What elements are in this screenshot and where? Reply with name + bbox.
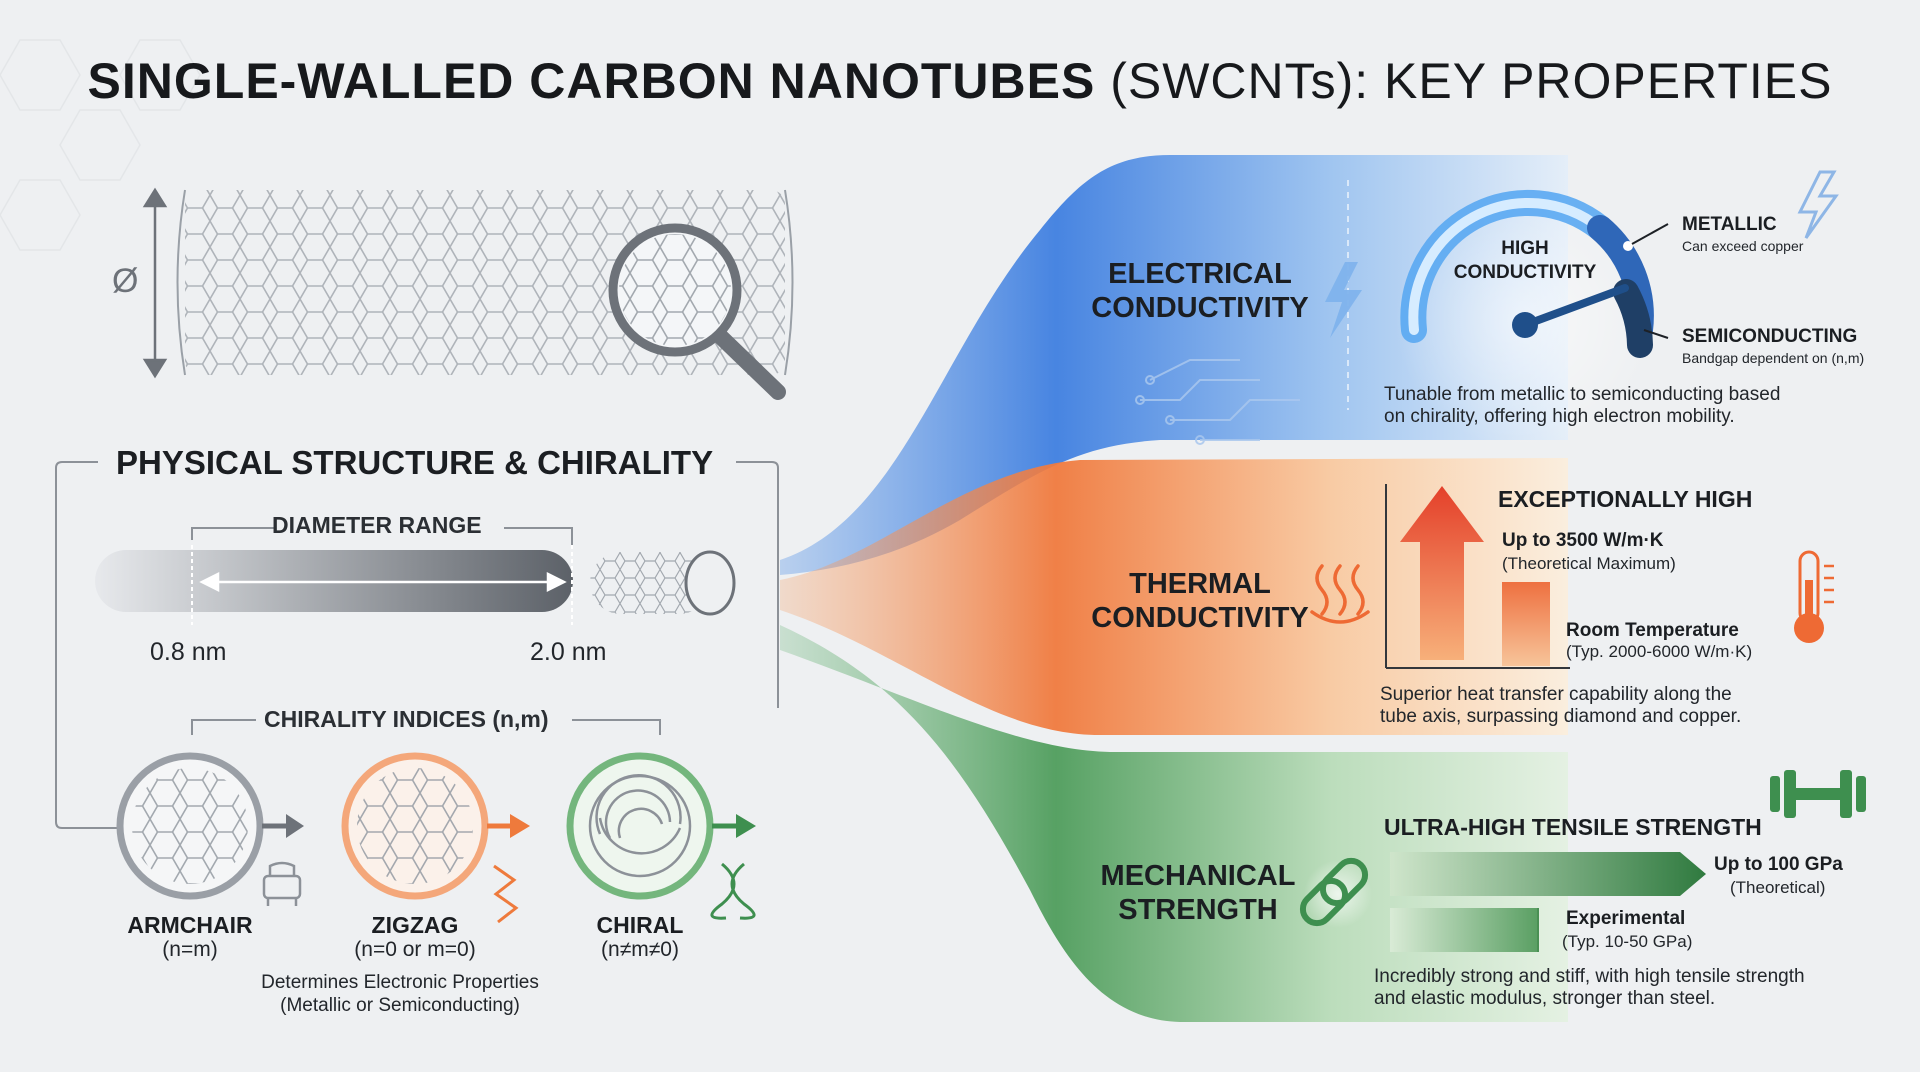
theoretical-strength-note: (Theoretical) (1730, 878, 1826, 897)
semiconducting-label: SEMICONDUCTING (1682, 326, 1858, 347)
mechanical-description-line2: and elastic modulus, stronger than steel… (1374, 988, 1716, 1009)
gauge-label-line1: HIGH (1501, 238, 1549, 259)
diameter-range-label: DIAMETER RANGE (272, 512, 482, 538)
electrical-description-line2: on chirality, offering high electron mob… (1384, 406, 1735, 427)
chain-link-graphic (1299, 857, 1372, 928)
mechanical-title-line1: MECHANICAL (1100, 860, 1296, 892)
thermometer-graphic (1794, 550, 1834, 643)
chirality-note-line1: Determines Electronic Properties (261, 972, 539, 993)
electrical-description-line1: Tunable from metallic to semiconducting … (1384, 384, 1781, 405)
structure-heading: PHYSICAL STRUCTURE & CHIRALITY (116, 444, 714, 481)
mechanical-headline: ULTRA-HIGH TENSILE STRENGTH (1384, 814, 1762, 840)
thermal-title-line1: THERMAL (1129, 568, 1271, 600)
thermal-title-line2: CONDUCTIVITY (1091, 602, 1309, 634)
dumbbell-graphic (1770, 770, 1866, 818)
experimental-strength-note: (Typ. 10-50 GPa) (1562, 932, 1693, 951)
chiral-rule: (n≠m≠0) (601, 938, 679, 961)
zigzag-name: ZIGZAG (371, 912, 459, 938)
mechanical-description-line1: Incredibly strong and stiff, with high t… (1374, 966, 1805, 987)
armchair-name: ARMCHAIR (127, 912, 253, 938)
chirality-note-line2: (Metallic or Semiconducting) (280, 995, 520, 1016)
zigzag-circle (341, 752, 530, 924)
gauge-label-line2: CONDUCTIVITY (1453, 262, 1597, 283)
page-title: SINGLE-WALLED CARBON NANOTUBES (SWCNTs):… (0, 52, 1920, 110)
electrical-title-line2: CONDUCTIVITY (1091, 292, 1309, 324)
thermal-description-line2: tube axis, surpassing diamond and copper… (1380, 706, 1742, 727)
title-bold: SINGLE-WALLED CARBON NANOTUBES (87, 53, 1096, 109)
metallic-label: METALLIC (1682, 214, 1777, 235)
thermal-max-note: (Theoretical Maximum) (1502, 554, 1676, 573)
theoretical-strength-value: Up to 100 GPa (1714, 854, 1843, 875)
thermal-headline: EXCEPTIONALLY HIGH (1498, 486, 1753, 512)
chiral-circle (566, 752, 756, 920)
armchair-rule: (n=m) (162, 938, 218, 961)
room-temperature-label: Room Temperature (1566, 620, 1739, 641)
room-temperature-note: (Typ. 2000-6000 W/m·K) (1566, 642, 1753, 661)
diameter-min-value: 0.8 nm (150, 638, 227, 666)
mechanical-title-line2: STRENGTH (1118, 894, 1278, 926)
diameter-max-value: 2.0 nm (530, 638, 607, 666)
conductivity-gauge (1395, 189, 1669, 450)
zigzag-rule: (n=0 or m=0) (354, 938, 476, 961)
metallic-sublabel: Can exceed copper (1682, 238, 1804, 254)
chirality-indices-label: CHIRALITY INDICES (n,m) (264, 706, 549, 732)
electrical-title-line1: ELECTRICAL (1108, 258, 1292, 290)
title-light: (SWCNTs): KEY PROPERTIES (1095, 53, 1833, 109)
experimental-strength-label: Experimental (1566, 908, 1686, 929)
diameter-symbol: Ø (112, 262, 139, 300)
thermal-description-line1: Superior heat transfer capability along … (1380, 684, 1732, 705)
armchair-circle (116, 752, 304, 906)
semiconducting-sublabel: Bandgap dependent on (n,m) (1682, 350, 1865, 366)
thermal-max-value: Up to 3500 W/m·K (1502, 530, 1664, 551)
chiral-name: CHIRAL (596, 912, 684, 938)
